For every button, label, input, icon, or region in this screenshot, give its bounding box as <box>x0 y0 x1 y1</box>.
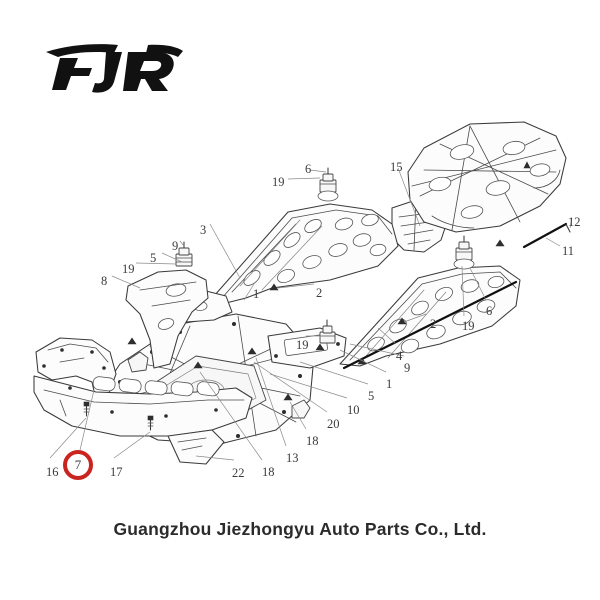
callout-label-20: 20 <box>327 417 340 431</box>
part-4-right-side-panel <box>339 265 521 370</box>
callout-label-8: 8 <box>101 274 108 288</box>
callout-label-22: 22 <box>232 466 245 480</box>
part-1-upper-right-shield <box>407 121 567 233</box>
callout-label-2: 2 <box>430 317 437 331</box>
callout-label-5: 5 <box>368 389 375 403</box>
fjr-logo-mark <box>46 44 183 93</box>
callout-label-15: 15 <box>390 160 403 174</box>
highlight-ring-part-7: 7 <box>63 450 93 480</box>
callout-label-1: 1 <box>253 287 260 301</box>
callout-label-19: 19 <box>296 338 309 352</box>
callout-label-4: 4 <box>396 349 403 363</box>
callout-label-18: 18 <box>306 434 319 448</box>
callout-label-1: 1 <box>386 377 393 391</box>
part-7-engine-undertray <box>33 337 253 437</box>
callout-label-2: 2 <box>316 286 323 300</box>
highlight-part-number: 7 <box>74 457 82 472</box>
part-17-screw <box>147 415 154 431</box>
callout-label-5: 5 <box>150 251 157 265</box>
part-19-bolt-assembly-center <box>319 319 336 344</box>
part-16-screw <box>83 401 90 417</box>
part-3-left-side-panel <box>213 203 399 305</box>
part-19-bolt-assembly-left <box>175 241 193 267</box>
callout-label-10: 10 <box>347 403 360 417</box>
diagram-artwork: .ln { fill:none; stroke:#3a3a3a; stroke-… <box>33 121 573 465</box>
callout-label-11: 11 <box>562 244 575 258</box>
part-8-support-arm <box>125 241 209 369</box>
callout-label-19: 19 <box>272 175 285 189</box>
callout-label-19: 19 <box>462 319 475 333</box>
callout-label-18: 18 <box>262 465 275 479</box>
callout-label-9: 9 <box>404 361 411 375</box>
part-19-bolt-assembly-top <box>317 167 339 202</box>
callout-label-13: 13 <box>286 451 299 465</box>
part-22-air-deflector <box>167 429 225 465</box>
callout-label-17: 17 <box>110 465 123 479</box>
fjr-logo <box>44 38 184 94</box>
company-name-footer: Guangzhou Jiezhongyu Auto Parts Co., Ltd… <box>113 519 487 539</box>
leader-lines <box>49 167 573 461</box>
callout-label-19: 19 <box>122 262 135 276</box>
part-19-bolt-assembly-right <box>453 235 475 270</box>
callout-label-12: 12 <box>568 215 581 229</box>
part-18-retaining-clips <box>127 337 367 401</box>
callout-label-6: 6 <box>305 162 312 176</box>
callout-label-9: 9 <box>172 239 179 253</box>
exploded-parts-diagram: .ln { fill:none; stroke:#3a3a3a; stroke-… <box>0 100 600 500</box>
callout-label-16: 16 <box>46 465 59 479</box>
part-11-reinforcement-rod <box>522 222 571 249</box>
undertray-vent-slots <box>92 376 220 397</box>
callout-label-6: 6 <box>486 304 493 318</box>
part-2-fasteners <box>269 161 531 325</box>
callout-label-3: 3 <box>200 223 207 237</box>
